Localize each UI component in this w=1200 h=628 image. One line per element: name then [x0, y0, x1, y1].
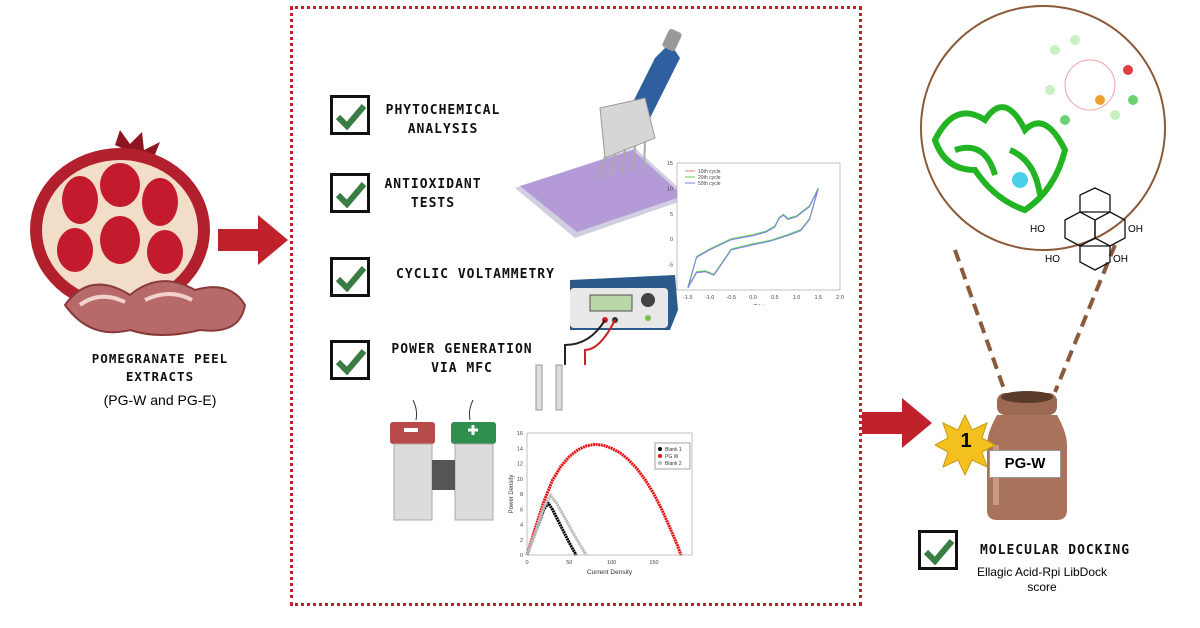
source-title-line2: EXTRACTS: [125, 369, 195, 384]
legend-label: 50th cycle: [698, 181, 721, 187]
step-antioxidant: ANTIOXIDANT TESTS: [378, 175, 488, 213]
x-tick-label: 100: [607, 560, 616, 566]
rank-badge: 1: [960, 430, 972, 452]
docking-subtitle: Ellagic Acid-Rpi LibDock score: [967, 565, 1117, 595]
docking-title: MOLECULAR DOCKING: [980, 543, 1131, 558]
x-tick-label: -1.0: [705, 295, 714, 301]
cv-series-line: [687, 188, 819, 289]
y-tick-label: 0: [520, 553, 523, 559]
source-subtitle: (PG-W and PG-E): [103, 392, 217, 408]
power-density-series: [525, 442, 683, 556]
pomegranate-illustration: [30, 130, 247, 336]
y-tick-label: 10: [667, 186, 673, 192]
interaction-diagram-icon: [1045, 35, 1138, 125]
hydroxyl-label: OH: [1128, 224, 1143, 235]
x-tick-label: 0.0: [749, 295, 757, 301]
hydroxyl-label: HO: [1030, 224, 1045, 235]
y-tick-label: 12: [517, 462, 523, 468]
y-tick-label: 15: [667, 161, 673, 167]
docking-subtitle-line1: Ellagic Acid-Rpi LibDock: [976, 565, 1108, 579]
x-tick-label: 150: [649, 560, 658, 566]
x-tick-label: -1.5: [683, 295, 692, 301]
y-tick-label: 0: [670, 237, 673, 243]
power-density-series: [525, 492, 588, 556]
y-tick-label: 10: [517, 477, 523, 483]
ellagic-acid-structure: [1064, 187, 1126, 271]
y-tick-label: 2: [520, 538, 523, 544]
legend-label: PG W: [665, 454, 679, 460]
y-tick-label: 6: [520, 507, 523, 513]
step-power-generation: POWER GENERATION VIA MFC: [382, 340, 542, 378]
x-tick-label: 0: [525, 560, 528, 566]
mfc-cell-illustration: [390, 400, 496, 521]
checkbox-checked: [330, 173, 370, 213]
check-icon: [335, 104, 367, 130]
x-tick-label: -0.5: [727, 295, 736, 301]
step-line2: VIA MFC: [431, 361, 493, 376]
check-icon: [923, 539, 955, 565]
y-tick-label: 4: [520, 523, 523, 529]
step-line1: PHYTOCHEMICAL: [385, 103, 501, 118]
pipette-microplate-illustration: [515, 28, 690, 238]
checkbox-checked: [330, 340, 370, 380]
x-tick-label: 0.5: [771, 295, 779, 301]
x-tick-label: 1.0: [793, 295, 801, 301]
hydroxyl-label: HO: [1045, 254, 1060, 265]
check-icon: [335, 349, 367, 375]
y-tick-label: 5: [670, 212, 673, 218]
step-line2: ANALYSIS: [407, 122, 479, 137]
source-title: POMEGRANATE PEEL EXTRACTS: [35, 350, 285, 386]
step-line1: POWER GENERATION: [391, 342, 533, 357]
x-tick-label: 2.0: [836, 295, 844, 301]
methods-panel: [290, 6, 862, 606]
arrow-right-icon: [218, 215, 288, 265]
x-axis-label: E/V: [753, 304, 764, 305]
step-phytochemical: PHYTOCHEMICAL ANALYSIS: [378, 101, 508, 139]
cyclic-voltammetry-chart: -1.5 -1.0 -0.5 0.0 0.5 1.0 1.5 2.0 15 10 5 0 -5E/V 10…: [667, 161, 844, 305]
check-icon: [335, 182, 367, 208]
checkbox-checked: [918, 530, 958, 570]
legend-label: 10th cycle: [698, 169, 721, 175]
y-tick-label: 16: [517, 431, 523, 437]
legend-label: Blank 2: [665, 461, 682, 467]
legend-marker: [658, 461, 662, 465]
potentiostat-illustration: [535, 275, 678, 411]
x-tick-label: 1.5: [814, 295, 822, 301]
y-tick-label: -5: [668, 263, 673, 269]
step-line1: CYCLIC VOLTAMMETRY: [396, 267, 555, 282]
y-tick-label: 8: [520, 492, 523, 498]
x-axis-label: Current Density: [587, 569, 633, 576]
protein-structure-icon: [931, 104, 1069, 214]
arrow-right-icon: [862, 398, 932, 448]
checkbox-checked: [330, 95, 370, 135]
docking-zoom-illustration: HO OH HO OH: [920, 5, 1166, 393]
step-line1: ANTIOXIDANT: [384, 177, 482, 192]
y-axis-label: Power Density: [509, 475, 515, 514]
hydroxyl-label: OH: [1113, 254, 1128, 265]
vial-label: PG-W: [989, 450, 1061, 478]
x-tick-label: 50: [566, 560, 572, 566]
step-line2: TESTS: [410, 196, 456, 211]
docking-subtitle-line2: score: [1027, 580, 1057, 594]
legend-marker: [658, 447, 662, 451]
legend-label: 20th cycle: [698, 175, 721, 181]
check-icon: [335, 266, 367, 292]
y-tick-label: 14: [517, 446, 523, 452]
checkbox-checked: [330, 257, 370, 297]
legend-label: Blank 1: [665, 447, 682, 453]
legend-marker: [658, 454, 662, 458]
plot-area: [676, 162, 841, 291]
source-title-line1: POMEGRANATE PEEL: [91, 351, 229, 366]
step-cyclic-voltammetry: CYCLIC VOLTAMMETRY: [388, 265, 563, 284]
